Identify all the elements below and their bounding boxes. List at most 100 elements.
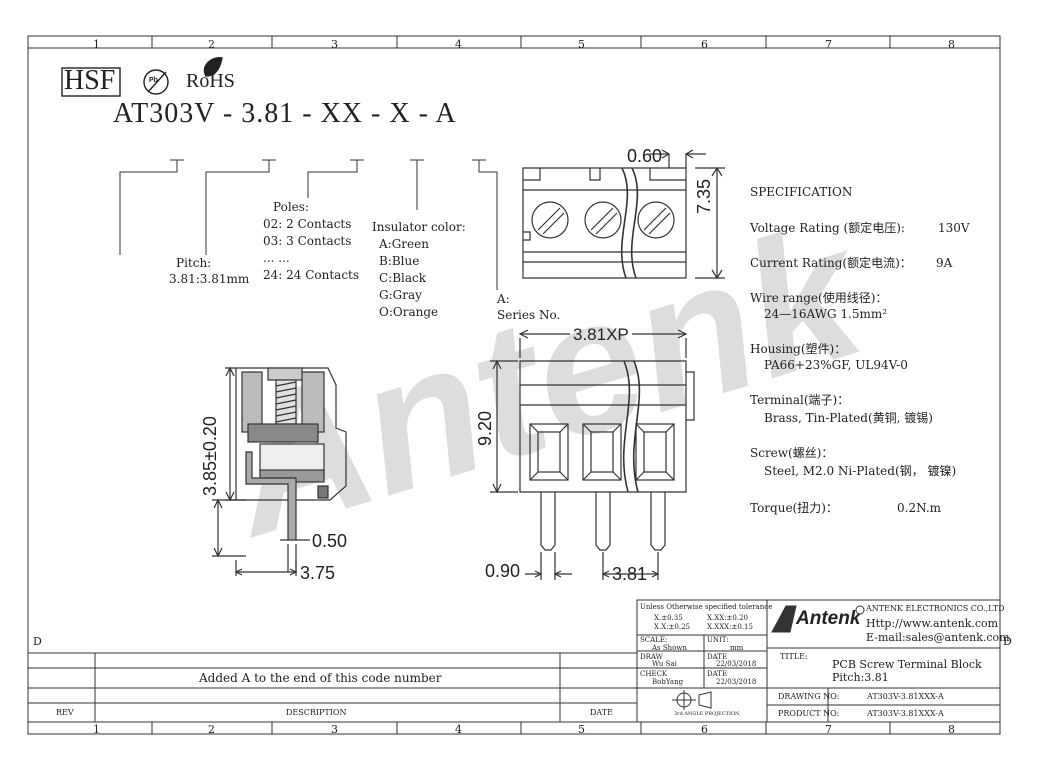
pitch-title: Pitch: [176, 256, 212, 270]
spec-terminal-value: Brass, Tin-Plated(黄铜, 镀锡) [764, 411, 933, 425]
spec-current-value: 9A [936, 256, 953, 270]
code-leaders [119, 159, 498, 290]
col-2-bottom: 2 [208, 723, 215, 736]
poles-item-2: 03: 3 Contacts [263, 234, 352, 248]
insulator-item-4: G:Gray [379, 288, 422, 302]
col-5-bottom: 5 [578, 723, 585, 736]
part-code: AT303V - 3.81 - XX - X - A [113, 98, 457, 129]
col-4-top: 4 [455, 38, 462, 51]
drawing-no-label: DRAWING NO: [778, 692, 840, 701]
spec-wire-value: 24—16AWG 1.5mm² [764, 307, 888, 321]
col-7-top: 7 [825, 38, 832, 51]
rohs-label: RoHS [186, 70, 235, 92]
logo-text: Antenk [796, 608, 861, 629]
side-view [212, 366, 347, 576]
col-2-top: 2 [208, 38, 215, 51]
company-web: Http://www.antenk.com [866, 617, 999, 630]
tol-1: X.±0.35 [654, 614, 683, 622]
pb-free-icon [143, 69, 169, 95]
spec-voltage-label: Voltage Rating (额定电压): [750, 221, 905, 235]
product-no: AT303V-3.81XXX-A [867, 709, 944, 718]
poles-item-3: ... ... [263, 251, 290, 265]
spec-torque-value: 0.2N.m [897, 501, 942, 515]
col-4-bottom: 4 [455, 723, 462, 736]
check-date-label: DATE [707, 670, 728, 678]
revision-table [28, 652, 637, 722]
hsf-box [61, 67, 121, 97]
title-line-1: PCB Screw Terminal Block [832, 658, 982, 671]
dim-top-width: 0.60 [627, 146, 663, 166]
scale-value: As Shown [652, 644, 687, 652]
insulator-item-1: A:Green [379, 237, 429, 251]
title-label: TITLE: [780, 652, 808, 661]
spec-screw-label: Screw(螺丝)： [750, 446, 834, 460]
spec-voltage-value: 130V [938, 221, 970, 235]
draw-label: DRAW [640, 653, 663, 661]
rev-label: REV [56, 708, 74, 717]
date-column-label: DATE [590, 708, 613, 717]
col-3-bottom: 3 [331, 723, 338, 736]
company-email: E-mail:sales@antenk.com [866, 631, 1010, 644]
check-date: 22/03/2018 [716, 678, 757, 686]
inner-border [27, 47, 1001, 723]
col-6-top: 6 [701, 38, 708, 51]
unit-value: mm [730, 644, 744, 652]
dim-side-depth: 3.75 [300, 563, 336, 583]
unit-label: UNIT: [707, 636, 729, 644]
hsf-label: HSF [64, 65, 116, 96]
leaf-icon [203, 57, 223, 77]
dim-pitch-xp: 3.81XP [573, 325, 629, 344]
column-ticks [151, 36, 891, 734]
col-1-bottom: 1 [93, 723, 100, 736]
draw-date: 22/03/2018 [716, 660, 757, 668]
spec-current-label: Current Rating(额定电流)： [750, 256, 912, 270]
title-logo [771, 605, 865, 633]
tol-4: X.XXX:±0.15 [707, 623, 753, 631]
tolerance-title: Unless Otherwise specified tolerance [640, 603, 773, 611]
title-block [636, 599, 1001, 723]
spec-terminal-label: Terminal(端子)： [750, 393, 850, 407]
dim-top-height: 7.35 [694, 178, 714, 214]
tol-2: X.XX:±0.20 [707, 614, 748, 622]
col-6-bottom: 6 [701, 723, 708, 736]
col-5-top: 5 [578, 38, 585, 51]
pb-label: Pb [149, 77, 158, 84]
front-view [490, 329, 695, 580]
poles-item-4: 24: 24 Contacts [263, 268, 360, 282]
draw-date-label: DATE [707, 653, 728, 661]
spec-housing-label: Housing(塑件)： [750, 342, 847, 356]
col-3-top: 3 [331, 38, 338, 51]
scale-label: SCALE: [640, 636, 668, 644]
title-line-2: Pitch:3.81 [832, 671, 889, 684]
spec-torque-label: Torque(扭力)： [750, 501, 838, 515]
poles-title: Poles: [273, 200, 309, 214]
insulator-title: Insulator color: [372, 220, 466, 234]
row-letter-left: D [33, 635, 42, 648]
description-label: DESCRIPTION [286, 708, 347, 717]
dim-side-pin: 0.50 [312, 531, 348, 551]
dim-front-height: 9.20 [475, 410, 495, 446]
check-label: CHECK [640, 670, 668, 678]
col-1-top: 1 [93, 38, 100, 51]
series-value: Series No. [497, 308, 561, 322]
poles-item-1: 02: 2 Contacts [263, 217, 352, 231]
draw-value: Wu Sai [652, 660, 677, 668]
revision-note: Added A to the end of this code number [199, 671, 442, 685]
spec-title: SPECIFICATION [750, 185, 853, 199]
check-value: BobYang [652, 678, 684, 686]
product-no-label: PRODUCT NO: [778, 709, 840, 718]
insulator-item-5: O:Orange [379, 305, 439, 319]
compliance-marks [61, 57, 223, 97]
company-name: ANTENK ELECTRONICS CO.,LTD [866, 604, 1005, 613]
series-title: A: [497, 292, 510, 306]
insulator-item-2: B:Blue [379, 254, 420, 268]
dim-pin-pitch: 3.81 [612, 564, 648, 584]
row-letter-right: D [1003, 635, 1012, 648]
drawing-no: AT303V-3.81XXX-A [867, 692, 944, 701]
col-8-bottom: 8 [948, 723, 955, 736]
dim-side-height: 3.85±0.20 [200, 416, 220, 496]
insulator-item-3: C:Black [379, 271, 427, 285]
projection-label: 3rd ANGLE PROJECTION [674, 711, 740, 717]
